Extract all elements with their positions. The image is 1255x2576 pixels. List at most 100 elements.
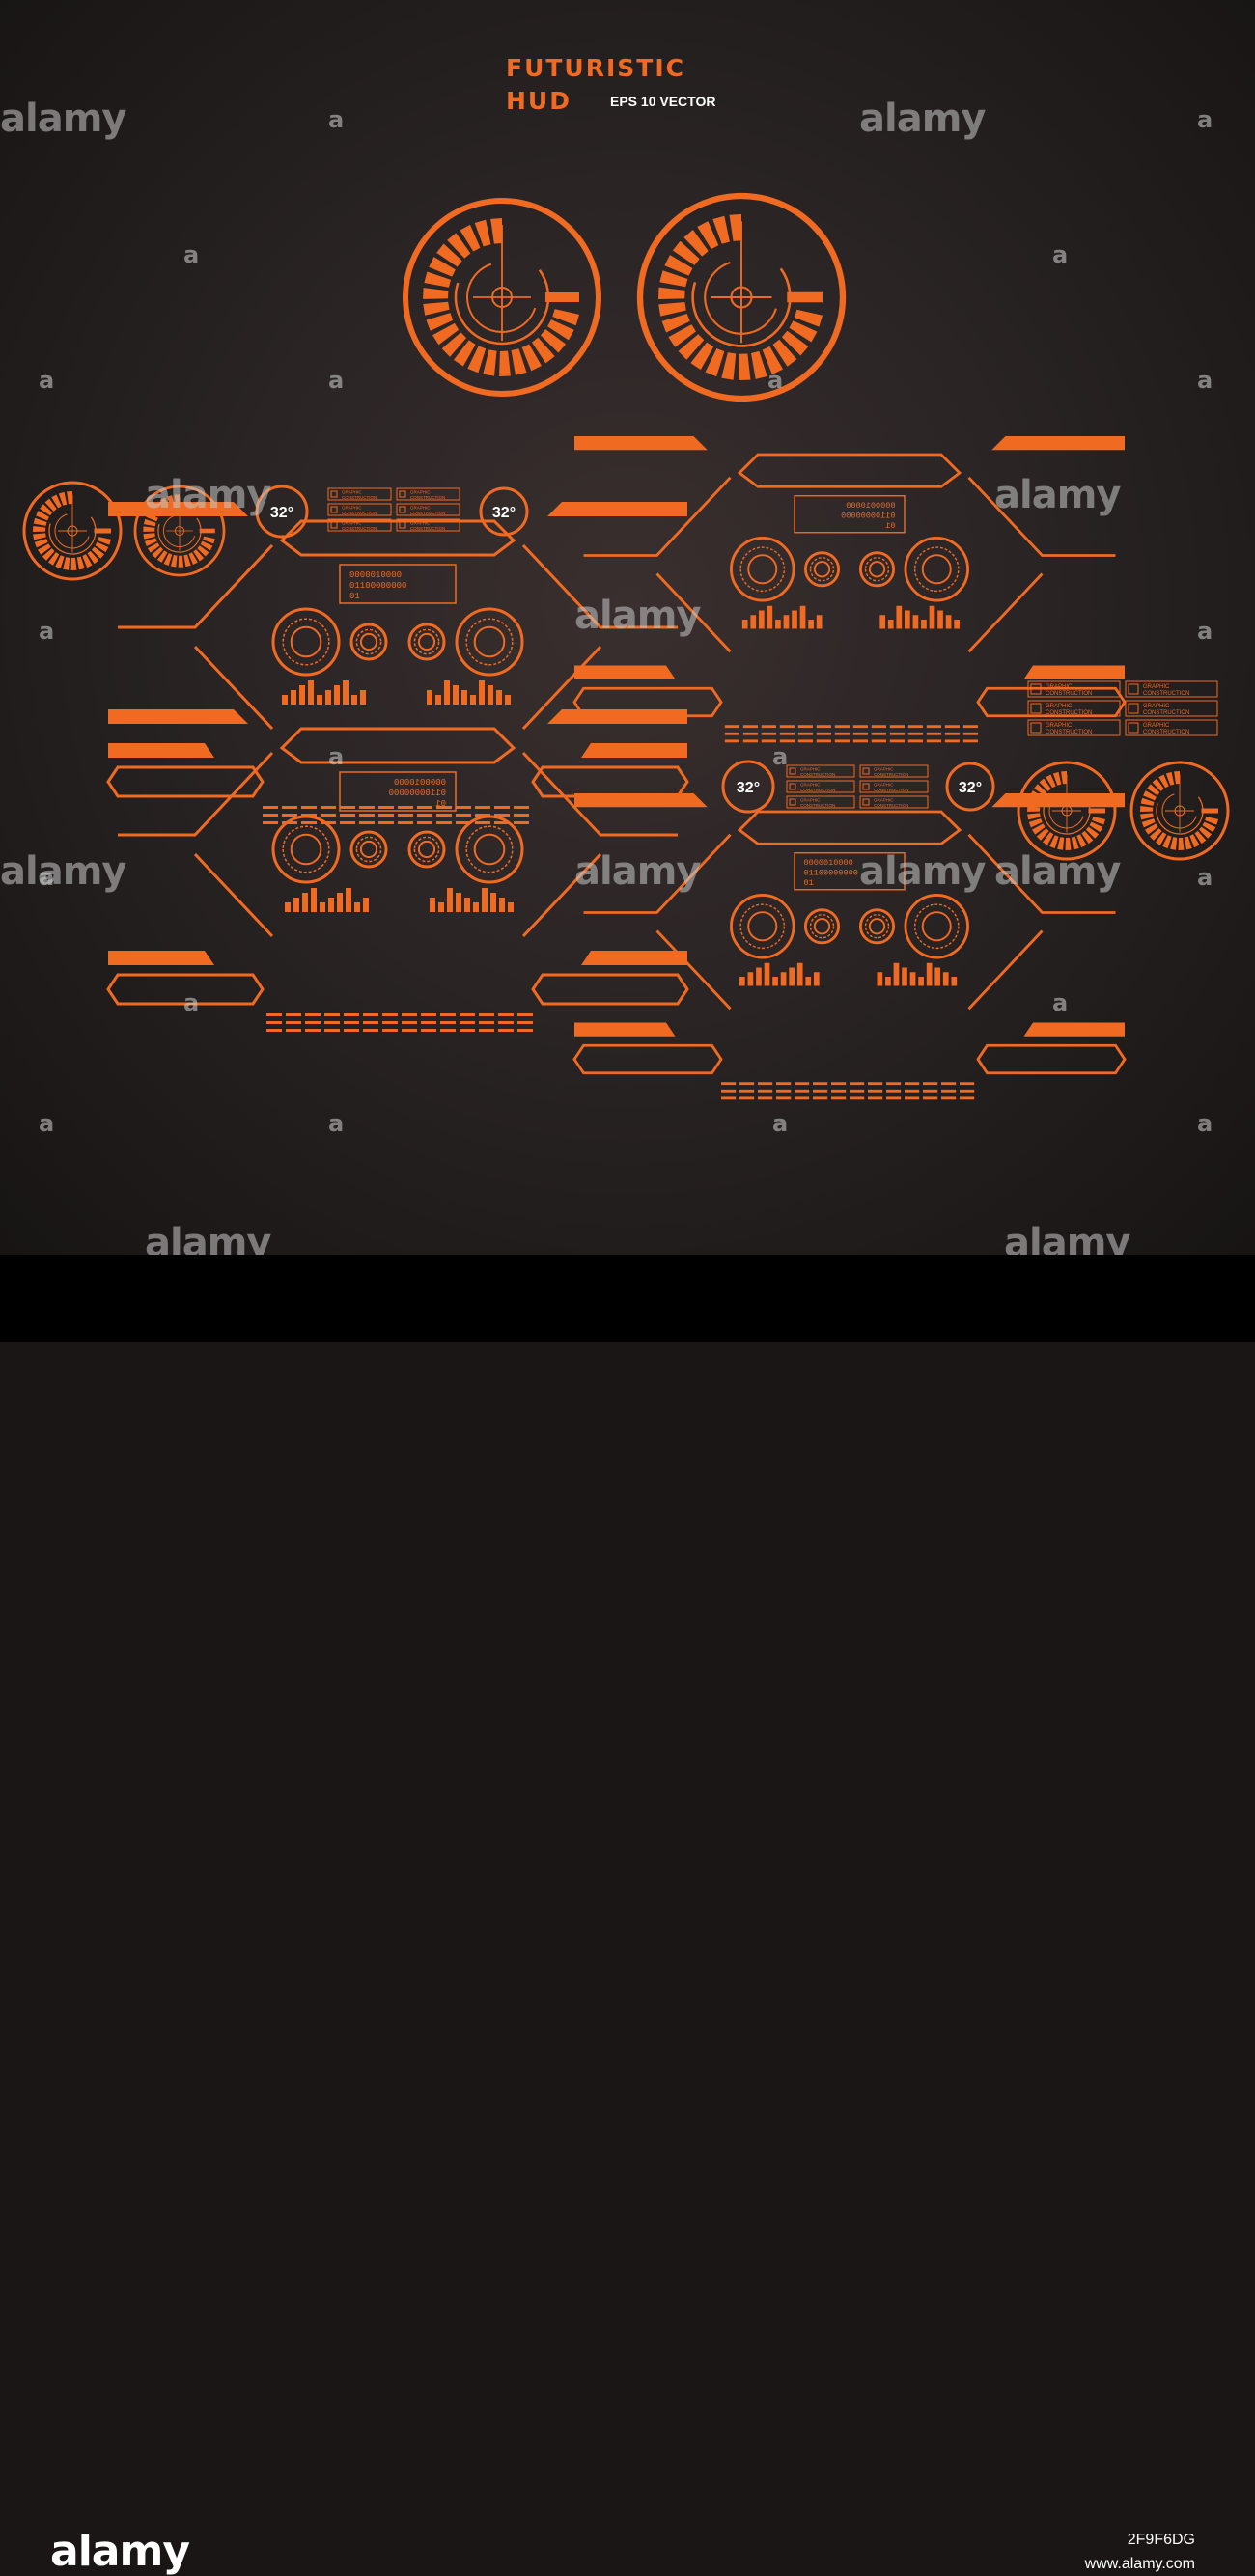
level-bar <box>954 620 960 629</box>
dial-ring <box>271 815 341 884</box>
tag-text: CONSTRUCTION <box>342 495 376 500</box>
level-bar <box>918 977 924 986</box>
binary-readout: 0000010000 <box>804 858 853 868</box>
tag-text: CONSTRUCTION <box>410 495 445 500</box>
level-bar <box>951 977 958 986</box>
tag-text: GRAPHIC <box>874 783 894 788</box>
radar-gauge <box>133 485 226 577</box>
level-bar <box>937 610 943 629</box>
temperature-badge: 32° <box>255 485 309 539</box>
watermark: alamy <box>859 97 986 141</box>
level-bar <box>346 888 351 912</box>
level-bar <box>490 893 496 912</box>
watermark-mark: a <box>39 864 55 891</box>
level-bar <box>499 898 505 912</box>
graphic-construction-tags: GRAPHICCONSTRUCTIONGRAPHICCONSTRUCTIONGR… <box>786 764 929 809</box>
watermark-mark: a <box>1197 1110 1213 1137</box>
level-bar <box>334 685 340 705</box>
level-bar <box>780 972 787 986</box>
dial-ring <box>407 623 446 661</box>
level-bar <box>921 620 927 629</box>
hud-artboard: FUTURISTIC HUD EPS 10 VECTOR 32°32°32°32… <box>0 0 1255 1255</box>
level-bar <box>508 902 514 912</box>
level-bar <box>934 967 941 986</box>
watermark-mark: a <box>39 618 55 645</box>
watermark-mark: a <box>1197 618 1213 645</box>
watermark: alamy <box>145 473 271 517</box>
dial-ring <box>904 537 969 602</box>
level-bar <box>479 680 485 705</box>
watermark: alamy <box>574 849 701 894</box>
watermark: alamy <box>859 849 986 894</box>
level-bar <box>285 902 291 912</box>
level-bar <box>456 893 461 912</box>
radar-gauge <box>1017 761 1117 861</box>
level-bar <box>308 680 314 705</box>
watermark-mark: a <box>772 743 789 770</box>
watermark-mark: a <box>39 367 55 394</box>
level-bar <box>343 680 349 705</box>
dial-ring <box>730 894 795 959</box>
tag-text: GRAPHIC <box>410 506 431 511</box>
level-bar <box>902 967 907 986</box>
level-bar <box>772 977 778 986</box>
level-bar <box>926 962 933 986</box>
watermark-mark: a <box>183 241 200 268</box>
watermark-mark: a <box>1052 989 1069 1016</box>
binary-readout: 0000010000 <box>349 570 402 580</box>
dial-ring <box>730 537 795 602</box>
level-bar <box>896 605 903 629</box>
footer-url: www.alamy.com <box>1084 2556 1195 2572</box>
watermark-mark: a <box>328 367 345 394</box>
watermark-mark: a <box>328 743 345 770</box>
level-bar <box>750 615 757 629</box>
watermark: alamy <box>994 473 1121 517</box>
dial-ring <box>271 607 341 677</box>
dial-ring <box>349 623 388 661</box>
level-bar <box>893 962 900 986</box>
footer-bar: alamy 2F9F6DG www.alamy.com <box>0 1255 1255 2576</box>
level-bar <box>741 620 748 629</box>
level-bar <box>905 610 910 629</box>
level-bar <box>747 972 754 986</box>
binary-readout: 01 <box>885 521 895 531</box>
level-bar <box>427 690 432 705</box>
level-bar <box>453 685 459 705</box>
level-bar <box>808 620 814 629</box>
temperature-badge: 32° <box>945 762 995 812</box>
binary-readout: 01100000000 <box>841 512 895 521</box>
dial-ring <box>407 830 446 869</box>
level-bar <box>473 902 479 912</box>
watermark-mark: a <box>772 1110 789 1137</box>
dial-ring <box>803 908 841 945</box>
level-bar <box>942 972 949 986</box>
level-bar <box>929 605 935 629</box>
tag-text: CONSTRUCTION <box>800 772 835 777</box>
dial-ring <box>858 551 896 588</box>
level-bar <box>496 690 502 705</box>
radar-gauge <box>22 481 123 581</box>
level-bar <box>444 680 450 705</box>
watermark-mark: a <box>1197 106 1213 133</box>
watermark-mark: a <box>767 367 784 394</box>
level-bar <box>447 888 453 912</box>
level-bar <box>354 902 360 912</box>
level-bar <box>351 695 357 705</box>
level-bar <box>438 902 444 912</box>
watermark-mark: a <box>1197 367 1213 394</box>
level-bar <box>464 898 470 912</box>
level-bar <box>482 888 488 912</box>
binary-readout: 01100000000 <box>804 869 858 878</box>
tag-text: GRAPHIC <box>1046 704 1073 709</box>
tag-text: CONSTRUCTION <box>874 772 908 777</box>
level-bar <box>461 690 467 705</box>
level-bar <box>756 967 762 986</box>
radar-gauge <box>403 198 601 397</box>
tag-text: GRAPHIC <box>800 767 821 772</box>
level-bar <box>885 977 891 986</box>
watermark: alamy <box>0 849 126 894</box>
level-bar <box>282 695 288 705</box>
